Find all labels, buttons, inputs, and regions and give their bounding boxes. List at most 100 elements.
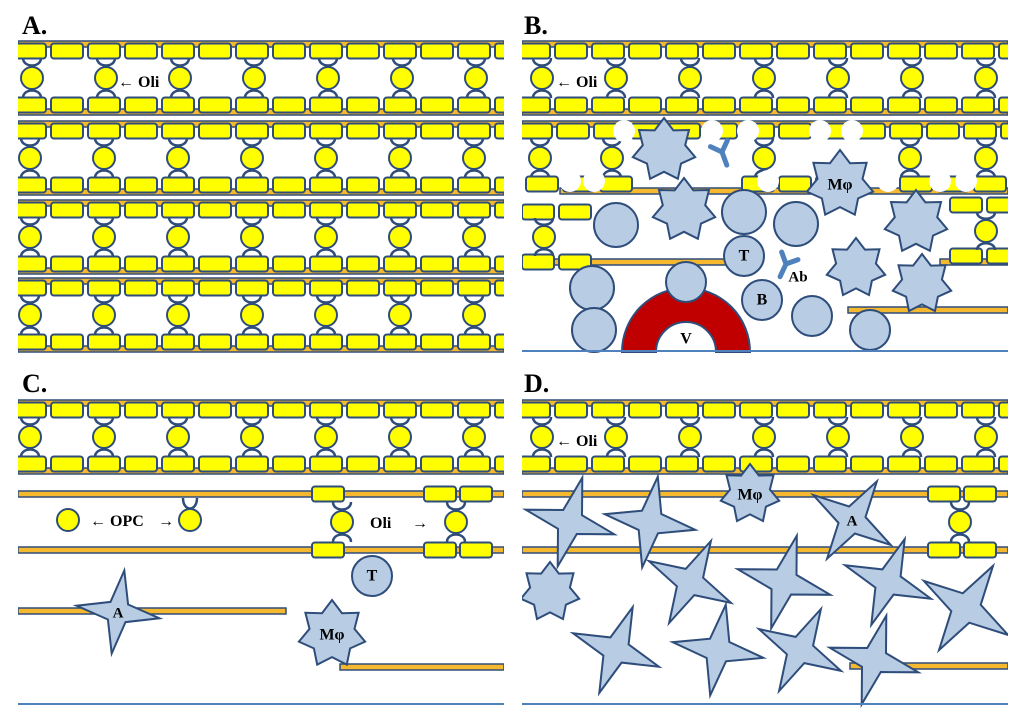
oligodendrocyte-process [21,57,43,99]
myelin-segment [949,196,983,214]
oligodendrocyte-cell [92,425,116,449]
myelin-segment [927,485,961,503]
oli-arrow-right-c: → [412,515,428,532]
oligodendrocyte-cell [900,66,924,90]
myelin-segment [457,255,491,273]
oligodendrocyte-cell [530,66,554,90]
myelin-segment [161,176,195,194]
myelin-segment [87,176,121,194]
myelin-segment [961,455,995,473]
myelin-segment [235,279,269,297]
myelin-segment [986,196,1008,214]
myelin-segment [459,485,493,503]
myelin-segment [18,455,47,473]
oli-label-b: ← Oli [556,74,598,91]
t-cell-label: T [367,568,378,585]
myelin-segment [457,279,491,297]
oligodendrocyte-cell [462,303,486,327]
oligodendrocyte-process [445,501,467,543]
oligodendrocyte-process [241,416,263,458]
myelin-segment [420,176,454,194]
antibody-label: Ab [788,269,807,285]
oligodendrocyte-cell [974,66,998,90]
myelin-segment [87,255,121,273]
myelin-segment [522,253,555,271]
oligodendrocyte-cell [826,66,850,90]
oligodendrocyte-cell [94,66,118,90]
myelin-segment [383,96,417,114]
myelin-segment [949,247,983,265]
panel-label-a: A. [22,11,47,40]
oligodendrocyte-process [93,294,115,336]
myelin-segment [346,401,380,419]
macrophage-label: Mφ [827,177,852,194]
myelin-segment [776,96,810,114]
oligodendrocyte-process [315,137,337,179]
oligodendrocyte-cell [20,66,44,90]
oligodendrocyte-cell [752,146,776,170]
oligodendrocyte-process [679,416,701,458]
myelin-segment [961,42,995,60]
astrocyte [841,535,935,629]
myelin-segment [50,279,84,297]
oligodendrocyte-cell [242,66,266,90]
oligodendrocyte-process [679,57,701,99]
antibody-shape [777,249,801,280]
myelin-segment [87,122,121,140]
myelin-segment [494,255,504,273]
oligodendrocyte-cell [92,303,116,327]
myelin-segment [198,122,232,140]
myelin-segment [235,455,269,473]
myelin-segment [50,201,84,219]
myelin-segment [813,455,847,473]
myelin-segment [309,401,343,419]
myelin-debris [757,170,779,192]
myelin-debris [583,170,605,192]
oli-label-a: ← Oli [118,74,160,91]
myelin-segment [235,122,269,140]
myelin-segment [420,255,454,273]
oligodendrocyte-cell [444,510,468,534]
myelin-segment [850,42,884,60]
antibody-shape [707,137,730,168]
oligodendrocyte-process [93,137,115,179]
myelin-segment [420,401,454,419]
myelin-segment [889,122,923,140]
lymphocyte [593,202,639,248]
macrophage [719,462,781,523]
axon [18,607,287,615]
oligodendrocyte-cell [388,225,412,249]
myelin-segment [494,455,504,473]
myelin-segment [235,401,269,419]
astrocyte [645,537,735,627]
oligodendrocyte-process [827,416,849,458]
astrocyte-label: A [113,605,124,621]
oligodendrocyte-cell [826,425,850,449]
myelin-segment [963,122,997,140]
oli-label-c: Oli [370,515,392,532]
myelin-segment [591,401,625,419]
axon [18,490,504,498]
oligodendrocyte-cell [974,146,998,170]
myelin-segment [124,333,158,351]
oligodendrocyte-cell [390,66,414,90]
myelin-segment [50,122,84,140]
myelin-segment [887,96,921,114]
oligodendrocyte-cell [464,66,488,90]
myelin-segment [309,279,343,297]
myelin-segment [494,401,504,419]
myelin-segment [420,455,454,473]
astrocyte [668,600,768,700]
myelin-segment [739,42,773,60]
myelin-segment [87,201,121,219]
myelin-segment [961,96,995,114]
oligodendrocyte-process [975,211,997,251]
oligodendrocyte-cell [92,225,116,249]
myelin-segment [124,42,158,60]
myelin-segment [459,541,493,559]
myelin-segment [628,401,662,419]
oligodendrocyte-process [19,294,41,336]
myelin-segment [309,96,343,114]
